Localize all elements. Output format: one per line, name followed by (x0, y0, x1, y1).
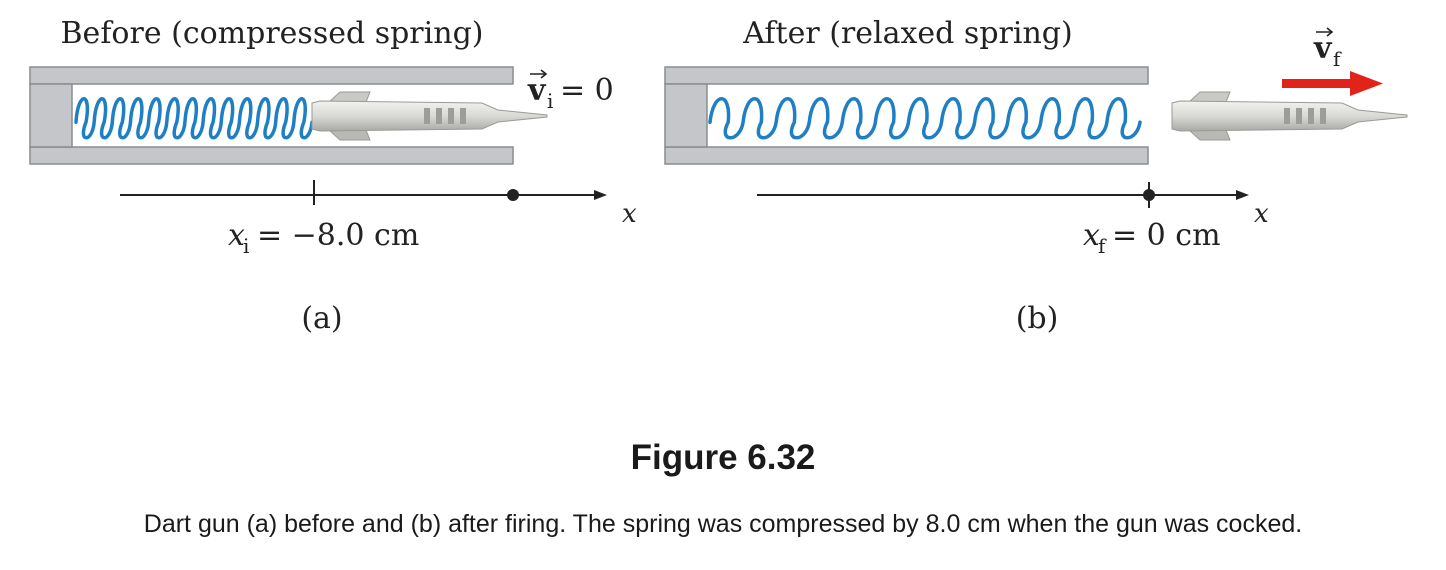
svg-text:= −8.0 cm: = −8.0 cm (257, 218, 419, 253)
panel-b: After (relaxed spring) v f x (664, 16, 1408, 336)
svg-text:i: i (547, 89, 553, 113)
position-label-a: x i = −8.0 cm (228, 218, 419, 258)
panel-a-label: (a) (301, 301, 342, 336)
svg-text:f: f (1098, 234, 1107, 258)
figure-caption: Dart gun (a) before and (b) after firing… (143, 510, 1303, 538)
dart-gun-figure: Before (compressed spring) v i = 0 x (29, 16, 1408, 336)
velocity-label-b: v f (1313, 27, 1342, 71)
spring-compressed (74, 97, 314, 140)
svg-text:i: i (243, 234, 249, 258)
barrel-b (664, 66, 1149, 165)
axis-label-b: x (1254, 199, 1269, 229)
panel-b-title: After (relaxed spring) (742, 16, 1072, 51)
svg-text:x: x (228, 218, 245, 253)
velocity-arrow-b (1282, 71, 1383, 96)
svg-text:x: x (1083, 218, 1100, 253)
spring-relaxed (708, 97, 1142, 140)
dart-b (1171, 91, 1408, 141)
svg-text:= 0 cm: = 0 cm (1112, 218, 1221, 253)
panel-a-title: Before (compressed spring) (61, 16, 484, 51)
svg-text:v: v (1313, 31, 1333, 66)
svg-text:= 0: = 0 (560, 73, 614, 108)
svg-text:f: f (1333, 47, 1342, 71)
x-axis-b (757, 182, 1249, 208)
position-label-b: x f = 0 cm (1083, 218, 1221, 258)
dart-a (311, 91, 548, 141)
x-axis-a (120, 180, 607, 205)
axis-label-a: x (622, 199, 637, 229)
barrel-a (29, 66, 514, 165)
panel-a: Before (compressed spring) v i = 0 x (29, 16, 637, 336)
svg-text:v: v (527, 73, 547, 108)
figure-title: Figure 6.32 (630, 438, 816, 477)
panel-b-label: (b) (1016, 301, 1059, 336)
velocity-label-a: v i = 0 (527, 69, 614, 113)
